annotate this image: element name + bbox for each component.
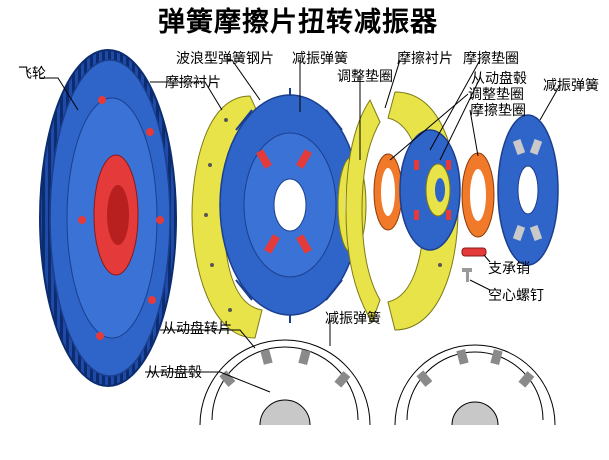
- leader-lines: [40, 59, 561, 393]
- label-driven-disc-rotor: 从动盘转片: [162, 321, 232, 337]
- bottom-right-disc: [394, 344, 556, 426]
- label-friction-washer-top: 摩擦垫圈: [463, 51, 519, 67]
- label-damper-spring-bottom: 减振弹簧: [325, 311, 381, 327]
- label-adjust-washer-mid: 调整垫圈: [468, 87, 524, 103]
- label-flywheel: 飞轮: [18, 66, 46, 82]
- label-damper-spring-top: 减振弹簧: [292, 51, 348, 67]
- label-support-pin: 支承销: [488, 261, 530, 277]
- label-wave-spring-steel-plate: 波浪型弹簧钢片: [176, 51, 274, 67]
- label-friction-lining-right: 摩擦衬片: [397, 51, 453, 67]
- damper-spring-plate: [497, 114, 559, 266]
- hollow-rivet: [462, 268, 472, 282]
- driven-hub: [399, 129, 461, 251]
- wave-spring-plate: [219, 88, 361, 323]
- label-friction-lining-left: 摩擦衬片: [165, 75, 221, 91]
- support-pin: [461, 247, 487, 257]
- label-driven-hub-bottom: 从动盘毂: [146, 365, 202, 381]
- friction-washer-orange-2: [461, 152, 495, 238]
- bottom-left-disc: [199, 339, 371, 426]
- diagram-title: 弹簧摩擦片扭转减振器: [158, 7, 438, 38]
- label-adjust-washer-top: 调整垫圈: [337, 69, 393, 85]
- label-driven-hub-top: 从动盘毂: [471, 71, 527, 87]
- label-damper-spring-right: 减振弹簧: [543, 78, 599, 94]
- label-friction-washer-mid: 摩擦垫圈: [470, 103, 526, 119]
- label-hollow-rivet: 空心螺钉: [488, 288, 544, 304]
- flywheel: [39, 49, 177, 387]
- friction-washer-orange-1: [373, 153, 403, 231]
